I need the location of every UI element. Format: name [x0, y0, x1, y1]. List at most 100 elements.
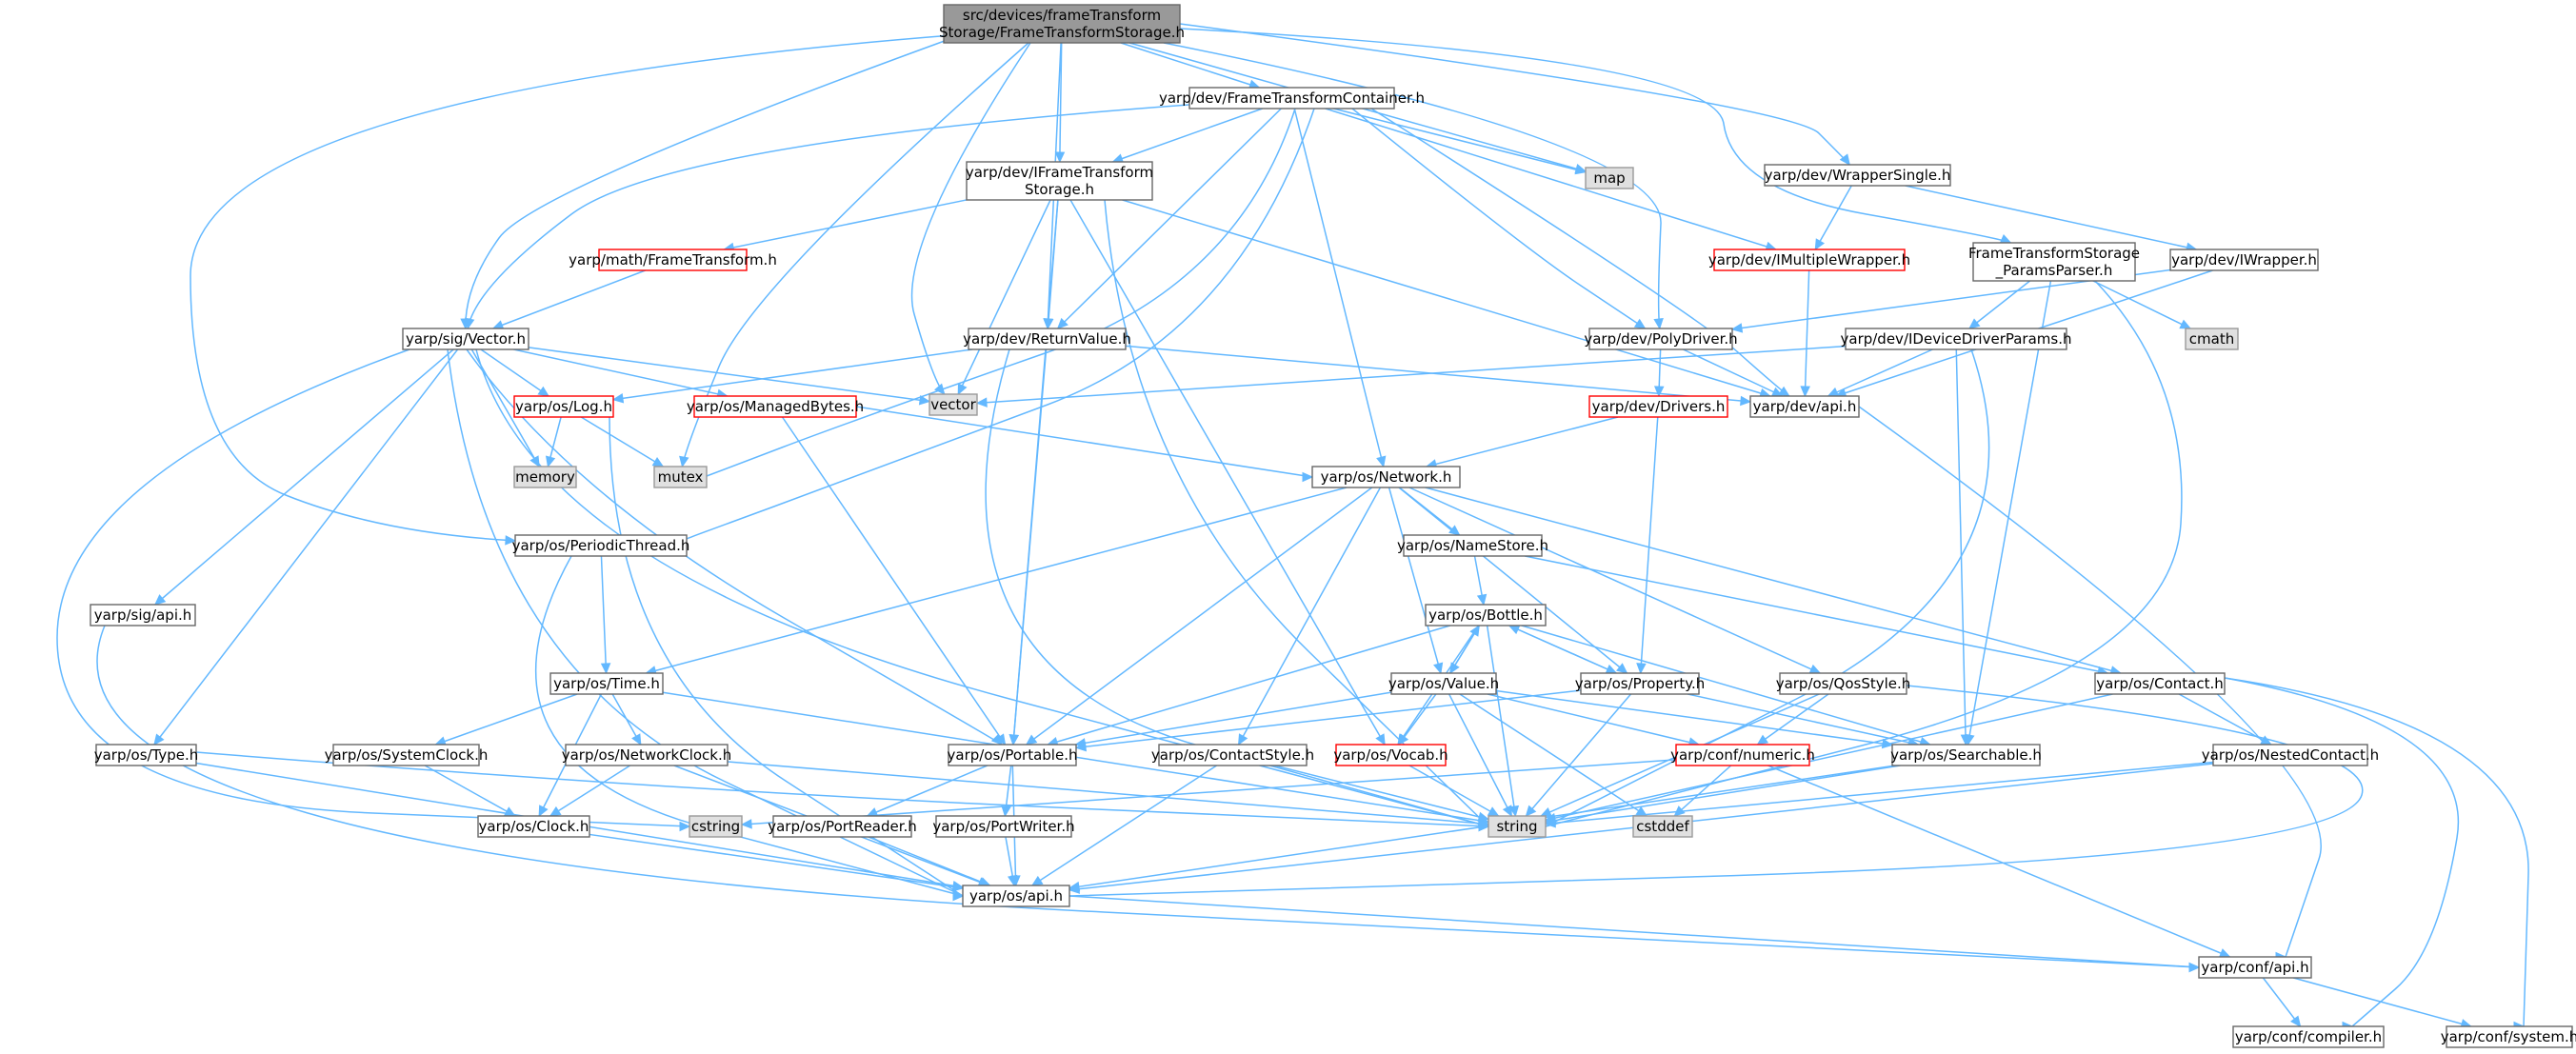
node-box[interactable]	[1311, 466, 1461, 488]
node-portwriter[interactable]: yarp/os/PortWriter.h	[932, 815, 1075, 838]
node-namestore[interactable]: yarp/os/NameStore.h	[1397, 534, 1548, 557]
arrowhead-icon	[1653, 386, 1665, 398]
node-box[interactable]	[772, 815, 912, 838]
edge-ftsparams-to-cmath	[2092, 280, 2192, 329]
node-iwrapper[interactable]: yarp/dev/IWrapper.h	[2169, 249, 2319, 271]
node-box[interactable]	[693, 395, 857, 418]
node-box[interactable]	[962, 885, 1070, 907]
node-label: yarp/dev/api.h	[1753, 398, 1857, 415]
node-contact[interactable]: yarp/os/Contact.h	[2094, 672, 2226, 695]
node-box[interactable]	[1891, 744, 2041, 766]
node-label: yarp/os/Log.h	[515, 398, 612, 415]
node-box[interactable]	[1588, 328, 1733, 350]
node-box[interactable]	[2169, 249, 2319, 271]
node-osvalue[interactable]: yarp/os/Value.h	[1388, 672, 1499, 695]
node-imultiplewrapper[interactable]: yarp/dev/IMultipleWrapper.h	[1708, 249, 1910, 271]
node-box[interactable]	[966, 161, 1153, 201]
node-sigvector[interactable]: yarp/sig/Vector.h	[402, 328, 529, 350]
edge-drivers-to-property	[1636, 416, 1659, 675]
node-box[interactable]	[2212, 744, 2368, 766]
node-box[interactable]	[935, 815, 1072, 838]
node-mathft[interactable]: yarp/math/FrameTransform.h	[569, 249, 777, 271]
node-portreader[interactable]: yarp/os/PortReader.h	[768, 815, 917, 838]
node-box[interactable]	[968, 328, 1127, 350]
node-box[interactable]	[948, 744, 1077, 766]
node-network[interactable]: yarp/os/Network.h	[1311, 466, 1461, 488]
edge-nestedcontact-to-string	[1544, 761, 2214, 828]
edge-network-to-portable	[1025, 487, 1373, 746]
node-returnvalue[interactable]: yarp/dev/ReturnValue.h	[963, 328, 1131, 350]
node-systemclock[interactable]: yarp/os/SystemClock.h	[325, 744, 489, 766]
node-devapi[interactable]: yarp/dev/api.h	[1749, 395, 1860, 418]
node-box[interactable]	[1188, 87, 1395, 109]
node-box[interactable]	[1425, 604, 1547, 626]
node-ostime[interactable]: yarp/os/Time.h	[549, 672, 664, 695]
node-box[interactable]	[1403, 534, 1543, 557]
node-qosstyle[interactable]: yarp/os/QosStyle.h	[1776, 672, 1911, 695]
node-box[interactable]	[1713, 249, 1906, 271]
node-polydriver[interactable]: yarp/dev/PolyDriver.h	[1584, 328, 1738, 350]
node-portable[interactable]: yarp/os/Portable.h	[948, 744, 1078, 766]
node-ideviceparams[interactable]: yarp/dev/IDeviceDriverParams.h	[1841, 328, 2072, 350]
edge-line	[1967, 280, 2052, 746]
node-box[interactable]	[2446, 1025, 2573, 1048]
node-box[interactable]	[332, 744, 480, 766]
edge-qosstyle-to-numeric	[1756, 693, 1829, 746]
edge-line	[1104, 199, 1489, 827]
node-box[interactable]	[1845, 328, 2067, 350]
node-box[interactable]	[1158, 744, 1308, 766]
edge-line	[1179, 28, 2011, 244]
node-box[interactable]	[549, 672, 664, 695]
node-managedbytes[interactable]: yarp/os/ManagedBytes.h	[687, 395, 864, 418]
node-box[interactable]	[477, 815, 590, 838]
node-box[interactable]	[513, 395, 614, 418]
node-box[interactable]	[90, 604, 196, 626]
node-box[interactable]	[598, 249, 748, 271]
node-box[interactable]	[2198, 956, 2312, 979]
edge-line	[1968, 280, 2031, 329]
node-box[interactable]	[1675, 744, 1810, 766]
node-box[interactable]	[1580, 672, 1700, 695]
node-osapi[interactable]: yarp/os/api.h	[962, 885, 1070, 907]
node-bottle[interactable]: yarp/os/Bottle.h	[1425, 604, 1547, 626]
node-compiler[interactable]: yarp/conf/compiler.h	[2232, 1025, 2385, 1048]
node-ftcontainer[interactable]: yarp/dev/FrameTransformContainer.h	[1159, 87, 1425, 109]
node-property[interactable]: yarp/os/Property.h	[1575, 672, 1705, 695]
node-networkclock[interactable]: yarp/os/NetworkClock.h	[562, 744, 732, 766]
edge-oslog-to-mutex	[580, 416, 665, 467]
node-box[interactable]	[514, 534, 688, 557]
node-box[interactable]	[2094, 672, 2226, 695]
node-drivers[interactable]: yarp/dev/Drivers.h	[1588, 395, 1728, 418]
edge-line	[741, 759, 1677, 825]
node-nestedcontact[interactable]: yarp/os/NestedContact.h	[2202, 744, 2379, 766]
node-ftsparams[interactable]: FrameTransformStorage_ParamsParser.h	[1968, 242, 2140, 282]
node-box[interactable]	[1764, 164, 1951, 187]
node-periodicthread[interactable]: yarp/os/PeriodicThread.h	[512, 534, 690, 557]
node-system[interactable]: yarp/conf/system.h	[2441, 1025, 2576, 1048]
node-box[interactable]	[1588, 395, 1728, 418]
node-confapi[interactable]: yarp/conf/api.h	[2198, 956, 2312, 979]
node-box[interactable]	[1749, 395, 1860, 418]
node-box[interactable]	[565, 744, 729, 766]
node-oslog[interactable]: yarp/os/Log.h	[513, 395, 614, 418]
node-numeric[interactable]: yarp/conf/numeric.h	[1670, 744, 1815, 766]
node-contactstyle[interactable]: yarp/os/ContactStyle.h	[1151, 744, 1314, 766]
arrowhead-icon	[1397, 733, 1409, 746]
edge-line	[957, 199, 1051, 395]
node-searchable[interactable]: yarp/os/Searchable.h	[1890, 744, 2042, 766]
node-label: yarp/dev/PolyDriver.h	[1584, 330, 1737, 348]
node-box[interactable]	[402, 328, 529, 350]
node-sigapi[interactable]: yarp/sig/api.h	[90, 604, 196, 626]
node-box[interactable]	[2232, 1025, 2385, 1048]
node-box[interactable]	[1779, 672, 1907, 695]
node-vocab[interactable]: yarp/os/Vocab.h	[1333, 744, 1448, 766]
node-box[interactable]	[1972, 242, 2136, 282]
node-wrappersingle[interactable]: yarp/dev/WrapperSingle.h	[1764, 164, 1951, 187]
node-osclock[interactable]: yarp/os/Clock.h	[477, 815, 590, 838]
node-box[interactable]	[1390, 672, 1497, 695]
node-box[interactable]	[1335, 744, 1447, 766]
node-box[interactable]	[95, 744, 197, 766]
edge-line	[1398, 487, 1627, 674]
node-ostype[interactable]: yarp/os/Type.h	[94, 744, 199, 766]
